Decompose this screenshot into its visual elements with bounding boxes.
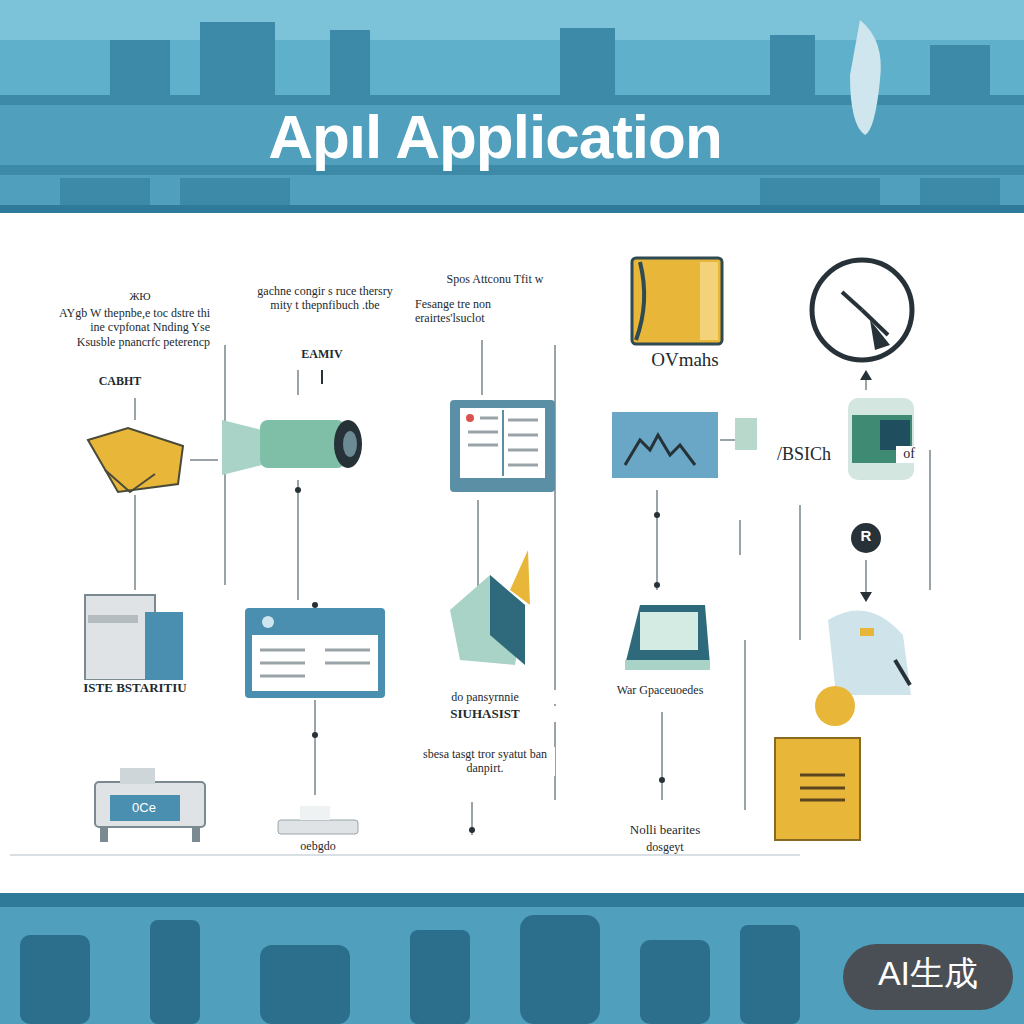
device-icon xyxy=(625,605,710,670)
banner-edge xyxy=(0,205,1024,213)
small-device-icon xyxy=(278,806,358,834)
icon-caption: EAMIV xyxy=(282,347,362,361)
symbol-circle xyxy=(851,523,881,553)
icon-caption: dosgeyt xyxy=(605,840,725,854)
watermark: AI生成 xyxy=(855,953,1001,994)
icon-caption: Spos Attconu Tfit w xyxy=(415,272,575,286)
camera-icon xyxy=(222,420,362,475)
icon-caption: gachne congir s ruce thersry mity t thep… xyxy=(245,284,405,313)
document-window-icon xyxy=(450,400,555,492)
icon-caption: do pansyrnnie xyxy=(410,690,560,704)
printer-icon xyxy=(95,768,205,842)
icon-caption: War Gpaceuoedes xyxy=(590,683,730,697)
form-window-icon xyxy=(245,608,385,698)
folder-icon xyxy=(88,428,183,492)
icon-caption: 0Ce xyxy=(116,800,172,816)
watermark-pill xyxy=(843,944,1013,1010)
bag-icon xyxy=(815,610,911,726)
cylinder-icon xyxy=(848,398,914,480)
symbol-letter: R xyxy=(856,527,876,545)
icon-caption: oebgdo xyxy=(268,839,368,853)
diagram-title: Apıl Application xyxy=(195,100,795,174)
icon-caption: Nolli bearites xyxy=(605,822,725,838)
icon-caption: of xyxy=(896,446,922,463)
icon-caption: OVmahs xyxy=(630,349,740,372)
icon-caption: Fesange tre non erairtes'lsuclot xyxy=(415,297,555,326)
icon-caption: sbesa tasgt tror syatut ban danpirt. xyxy=(415,747,555,776)
yellow-card-icon xyxy=(775,738,860,840)
icon-caption: CABHT xyxy=(80,374,160,388)
bottom-banner xyxy=(0,893,1024,1024)
flow-lines xyxy=(10,340,930,855)
folded-paper-icon xyxy=(450,550,530,665)
cabinet-icon xyxy=(85,595,183,680)
icon-caption: /BSICh xyxy=(762,444,846,466)
clock-icon xyxy=(812,260,912,360)
icon-caption: ISTE BSTARITIU xyxy=(55,680,215,696)
top-banner xyxy=(0,0,1024,212)
icon-caption: AYgb W thepnbe,e toc dstre thi ine cvpfo… xyxy=(50,306,210,349)
banner-bottle xyxy=(850,20,881,135)
book-icon xyxy=(632,258,722,344)
icon-caption: SIUHASIST xyxy=(410,706,560,722)
banner-edge xyxy=(0,893,1024,907)
photo-card-icon xyxy=(612,412,757,478)
icon-caption: ЖЮ xyxy=(110,290,170,303)
chair-silhouettes xyxy=(20,915,800,1024)
